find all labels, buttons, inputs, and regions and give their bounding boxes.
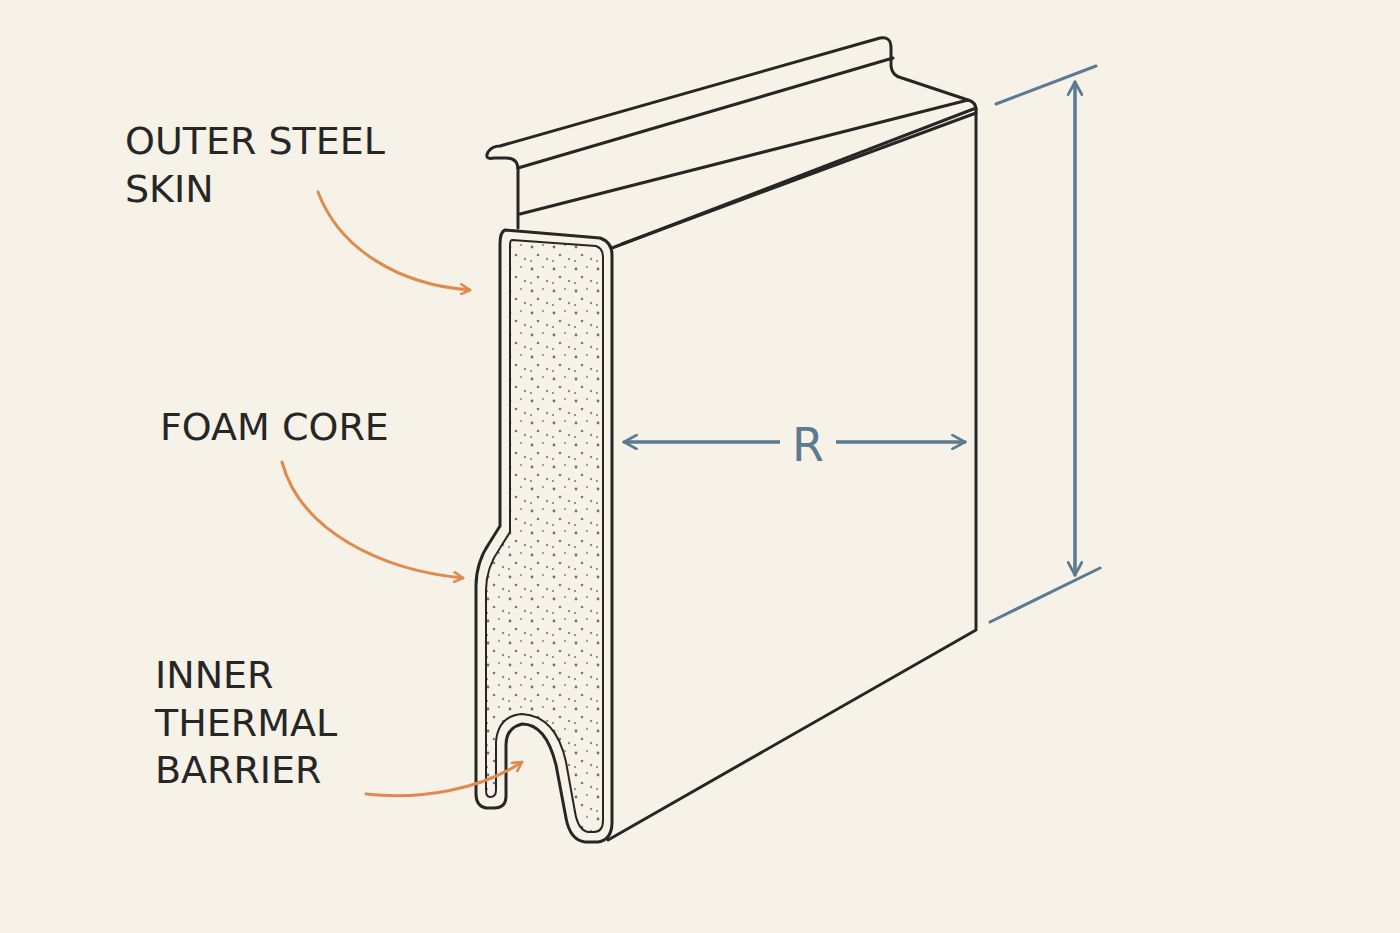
part-label: INNER THERMAL BARRIER — [155, 652, 405, 795]
panel-outline — [476, 38, 976, 842]
foam-core — [486, 240, 603, 832]
part-label: FOAM CORE — [160, 404, 520, 452]
part-label: OUTER STEEL SKIN — [125, 118, 465, 213]
dimension-label: R — [780, 415, 836, 477]
dimension-lines — [624, 66, 1100, 622]
